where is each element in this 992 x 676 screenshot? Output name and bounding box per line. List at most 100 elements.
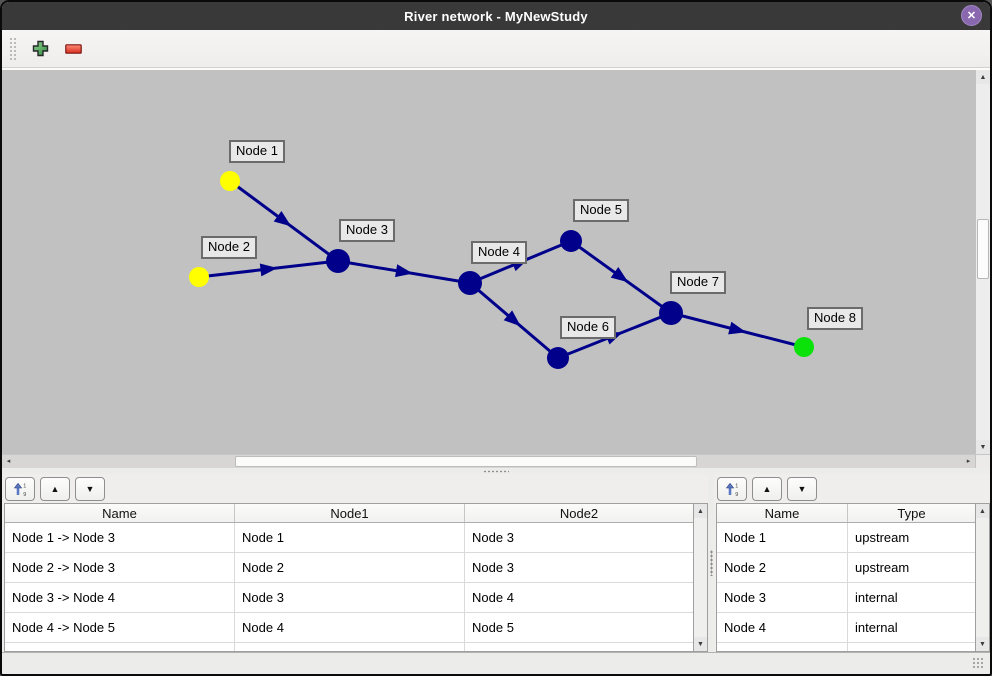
table-cell[interactable]: Node 3 [717, 583, 848, 612]
node-label[interactable]: Node 6 [560, 316, 616, 339]
flow-direction-arrow-icon [610, 267, 629, 283]
branches-move-down-button[interactable]: ▼ [75, 477, 105, 501]
table-cell[interactable]: Node 1 [717, 523, 848, 552]
scroll-right-button[interactable]: ▸ [962, 455, 975, 468]
node-label[interactable]: Node 7 [670, 271, 726, 294]
svg-text:1: 1 [735, 483, 738, 489]
scroll-up-button[interactable]: ▲ [976, 70, 990, 84]
sort-ascending-icon: 1 9 [13, 482, 26, 497]
down-arrow-icon: ▼ [979, 640, 986, 648]
vertical-splitter[interactable] [708, 474, 714, 652]
table-cell[interactable]: upstream [855, 560, 910, 575]
svg-text:1: 1 [23, 483, 26, 489]
flow-direction-arrow-icon [503, 310, 521, 327]
table-cell[interactable]: Node 2 -> Node 3 [5, 553, 235, 582]
table-cell[interactable]: Node 2 [235, 553, 465, 582]
table-cell[interactable] [848, 643, 975, 651]
scroll-down-button[interactable]: ▼ [976, 637, 989, 651]
network-node[interactable] [189, 267, 209, 287]
network-node[interactable] [458, 271, 482, 295]
main-toolbar [2, 30, 990, 68]
column-header[interactable]: Name [5, 504, 235, 522]
table-cell[interactable]: Node 3 [472, 560, 514, 575]
table-cell[interactable]: Node 4 [235, 613, 465, 642]
network-node[interactable] [326, 249, 350, 273]
vertical-scroll-thumb[interactable] [977, 219, 989, 279]
column-header[interactable]: Node1 [235, 504, 465, 522]
vertical-scroll-track[interactable] [976, 84, 990, 440]
table-cell[interactable]: Node 4 [472, 590, 514, 605]
table-cell[interactable] [465, 643, 693, 651]
canvas-horizontal-scrollbar[interactable]: ◂ ▸ [2, 454, 990, 468]
add-button[interactable] [27, 35, 53, 63]
network-canvas[interactable]: Node 1 Node 2 Node 3 Node 4 Node 5 Node 6 Node… [2, 70, 975, 454]
remove-button[interactable] [60, 35, 86, 63]
nodes-sort-button[interactable]: 1 9 [717, 477, 747, 501]
column-header[interactable]: Type [897, 505, 926, 521]
branches-sort-button[interactable]: 1 9 [5, 477, 35, 501]
close-button[interactable]: ✕ [961, 5, 982, 26]
branches-table-scrollbar[interactable]: ▲ ▼ [693, 503, 708, 652]
svg-text:9: 9 [23, 492, 26, 497]
table-cell[interactable]: internal [855, 620, 898, 635]
scroll-up-button[interactable]: ▲ [976, 504, 989, 518]
table-cell[interactable]: Node 1 [235, 523, 465, 552]
table-cell[interactable]: Node 3 [472, 530, 514, 545]
table-cell[interactable]: Node 4 -> Node 5 [5, 613, 235, 642]
horizontal-splitter[interactable] [2, 468, 990, 474]
table-row[interactable] [717, 643, 975, 651]
network-node[interactable] [220, 171, 240, 191]
down-arrow-icon: ▼ [697, 640, 704, 648]
node-label[interactable]: Node 4 [471, 241, 527, 264]
nodes-table-scrollbar[interactable]: ▲ ▼ [975, 503, 990, 652]
table-cell[interactable]: Node 3 -> Node 4 [5, 583, 235, 612]
table-cell[interactable]: Node 1 -> Node 3 [5, 523, 235, 552]
column-header[interactable]: Node2 [559, 505, 599, 521]
table-cell[interactable]: Node 5 [472, 620, 514, 635]
network-node[interactable] [794, 337, 814, 357]
branches-move-up-button[interactable]: ▲ [40, 477, 70, 501]
up-arrow-icon: ▲ [697, 507, 704, 515]
table-cell[interactable] [5, 643, 235, 651]
horizontal-scroll-thumb[interactable] [235, 456, 697, 467]
node-label[interactable]: Node 5 [573, 199, 629, 222]
table-cell[interactable] [717, 643, 848, 651]
node-label[interactable]: Node 8 [807, 307, 863, 330]
table-cell[interactable]: upstream [855, 530, 910, 545]
node-label[interactable]: Node 2 [201, 236, 257, 259]
title-bar[interactable]: River network - MyNewStudy ✕ [2, 2, 990, 30]
table-row[interactable]: Node 2 upstream [717, 553, 975, 583]
network-node[interactable] [560, 230, 582, 252]
canvas-vertical-scrollbar[interactable]: ▲ ▼ [975, 70, 990, 454]
column-header[interactable]: Name [717, 504, 848, 522]
table-cell[interactable]: Node 4 [717, 613, 848, 642]
table-row[interactable]: Node 3 internal [717, 583, 975, 613]
toolbar-drag-handle[interactable] [9, 36, 17, 61]
splitter-grip-icon [483, 469, 509, 473]
network-node[interactable] [659, 301, 683, 325]
table-row[interactable]: Node 4 internal [717, 613, 975, 643]
nodes-move-down-button[interactable]: ▼ [787, 477, 817, 501]
scroll-down-button[interactable]: ▼ [976, 440, 990, 454]
table-row[interactable] [5, 643, 693, 651]
table-cell[interactable] [235, 643, 465, 651]
table-cell[interactable]: Node 3 [235, 583, 465, 612]
horizontal-scroll-track[interactable] [15, 455, 962, 468]
table-cell[interactable]: internal [855, 590, 898, 605]
scroll-up-button[interactable]: ▲ [694, 504, 707, 518]
table-cell[interactable]: Node 2 [717, 553, 848, 582]
resize-grip-icon[interactable] [972, 657, 985, 670]
node-label[interactable]: Node 3 [339, 219, 395, 242]
scroll-left-button[interactable]: ◂ [2, 455, 15, 468]
network-node[interactable] [547, 347, 569, 369]
scroll-down-button[interactable]: ▼ [694, 637, 707, 651]
nodes-move-up-button[interactable]: ▲ [752, 477, 782, 501]
node-label[interactable]: Node 1 [229, 140, 285, 163]
table-row[interactable]: Node 1 upstream [717, 523, 975, 553]
